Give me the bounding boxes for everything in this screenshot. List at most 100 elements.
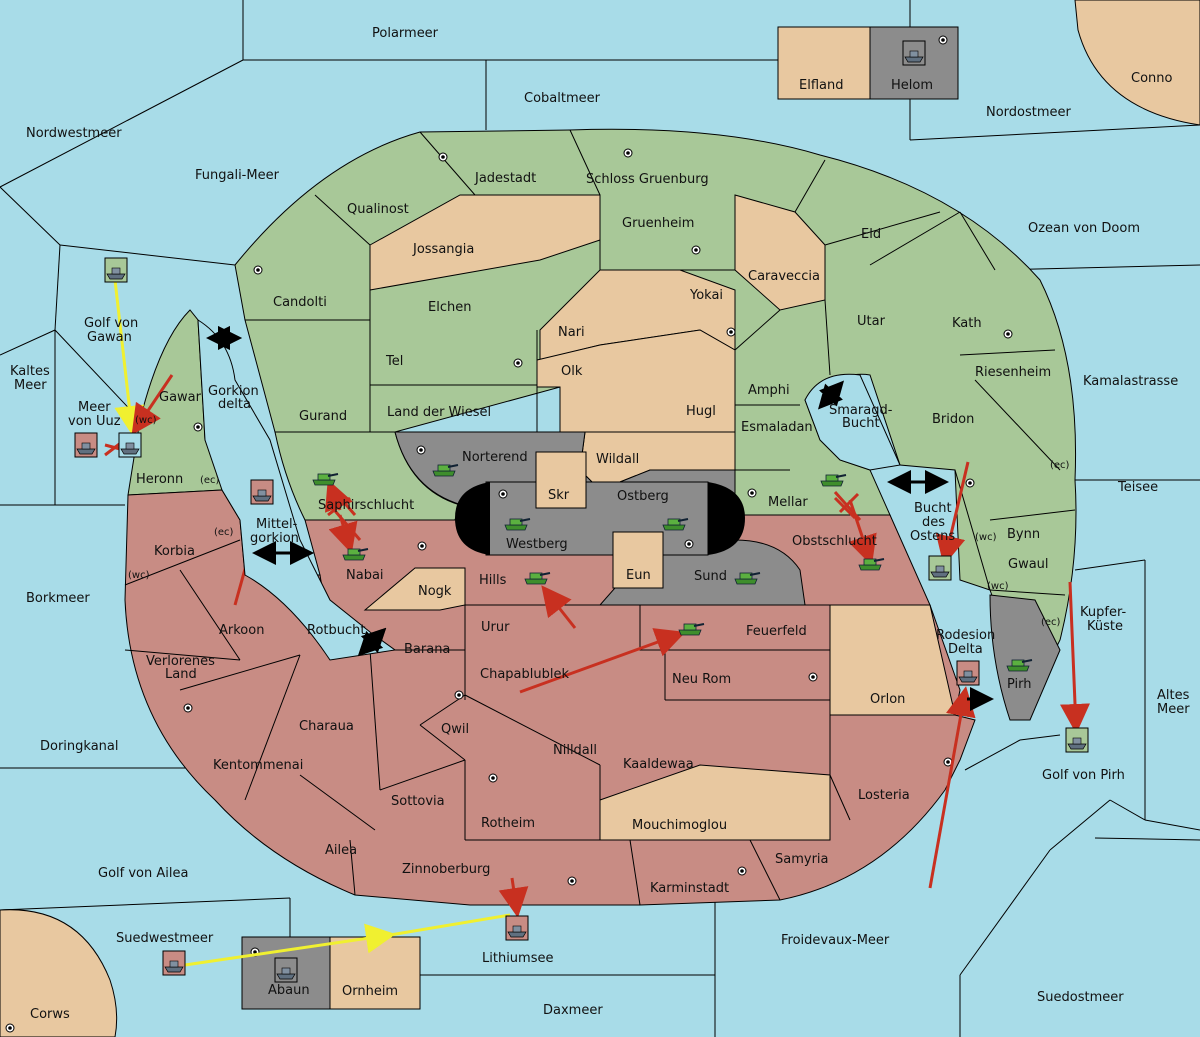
fleet-icon [928,555,952,581]
land-label: Jadestadt [474,171,536,186]
land-label: Mouchimoglou [632,818,727,833]
fleet-icon [274,957,298,983]
sea-label: delta [218,397,251,412]
land-label: Abaun [268,983,310,998]
land-label: Elfland [799,78,843,93]
land-label: Wildall [596,452,639,467]
land-label: Nari [558,325,585,340]
sea-label: Mittel- [256,517,298,532]
sea-label: Nordwestmeer [26,126,122,141]
land-label: Losteria [858,788,910,803]
coast-label: (ec) [214,527,234,538]
sea-label: Golf von Pirh [1042,768,1125,783]
land-label: Eun [626,568,651,583]
fleet-icon [118,432,142,458]
sea-label: Fungali-Meer [195,168,280,183]
land-label: Arkoon [219,623,264,638]
land-nogk[interactable] [363,567,466,611]
land-label: Olk [561,364,583,379]
land-label: Saphirschlucht [318,498,414,513]
fleet-icon [104,257,128,283]
sea-label: Teisee [1117,480,1158,495]
land-label: Karminstadt [650,881,729,896]
land-label: Gurand [299,409,347,424]
sea-label: von Uuz [68,414,121,429]
land-label: Sottovia [391,794,445,809]
sea-label: Golf von [84,316,138,331]
coast-label: (ec) [200,475,220,486]
sea-label: Meer [78,400,111,415]
land-label: Land [165,667,197,682]
land-label: Land der Wiesel [387,405,491,420]
land-label: Bynn [1007,527,1040,542]
sea-label: Daxmeer [543,1003,603,1018]
land-label: Tel [385,354,403,369]
sea-label: Kaltes [10,364,50,379]
fleet-icon [505,915,529,941]
sea-label: Bucht [914,501,952,516]
land-corws[interactable] [0,909,118,1037]
land-label: Utar [857,314,886,329]
land-label: Jossangia [412,242,474,257]
land-label: Barana [404,642,450,657]
coast-label: (ec) [1050,460,1070,471]
land-elfland[interactable] [777,26,871,100]
land-label: Gwaul [1008,557,1049,572]
land-label: Kaaldewaa [623,757,694,772]
land-label: Eld [861,227,881,242]
land-label: Nilldall [553,743,597,758]
sea-label: Doringkanal [40,739,119,754]
sea-label: Suedostmeer [1037,990,1124,1005]
sea-label: Borkmeer [26,591,90,606]
land-label: Qualinost [347,202,409,217]
land-label: Gawar [159,390,202,405]
land-conno[interactable] [1074,0,1200,126]
province-borders [124,129,1076,906]
land-label: Esmaladan [741,420,813,435]
sea-label: Kamalastrasse [1083,374,1178,389]
fleet-icon [74,432,98,458]
land-pirh[interactable] [989,594,1061,721]
sea-label: Ostens [910,529,955,544]
sea-label: Cobaltmeer [524,91,601,106]
fleet-icon [250,479,274,505]
land-label: Norterend [462,450,528,465]
sea-label: Gorkion [208,384,259,399]
sea-label: Kupfer- [1080,605,1126,620]
land-label: Helom [891,78,933,93]
sea-label: Meer [1157,702,1190,717]
sea-label: Delta [948,642,983,657]
sea-label: Küste [1087,619,1123,634]
land-label: Amphi [748,383,790,398]
land-label: Skr [548,488,570,503]
land-label: Mellar [768,495,808,510]
sea-label: des [922,515,945,530]
sea-label: Polarmeer [372,26,439,41]
coast-label: (wc) [135,415,157,426]
fleet-icon [1065,727,1089,753]
tunnel-west [455,482,490,555]
land-label: Sund [694,569,727,584]
sea-label: Froidevaux-Meer [781,933,890,948]
land-label: Verlorenes [146,654,215,669]
tunnel-east [708,482,745,555]
land-label: Rotheim [481,816,535,831]
land-label: Samyria [775,852,829,867]
land-label: Kath [952,316,982,331]
land-label: Ornheim [342,984,398,999]
fleet-icon [956,660,980,686]
sea-label: Lithiumsee [482,951,553,966]
land-label: Orlon [870,692,905,707]
sea-label: Rotbucht [307,623,365,638]
land-label: Charaua [299,719,354,734]
land-label: Riesenheim [975,365,1051,380]
land-label: Corws [30,1007,70,1022]
fleet-icon [162,950,186,976]
land-label: Caraveccia [748,269,820,284]
coast-label: (wc) [128,570,150,581]
sea-label: Bucht [842,416,880,431]
land-label: Conno [1131,71,1173,86]
land-label: Zinnoberburg [402,862,490,877]
coast-label: (wc) [975,532,997,543]
sea-label: Altes [1157,688,1190,703]
